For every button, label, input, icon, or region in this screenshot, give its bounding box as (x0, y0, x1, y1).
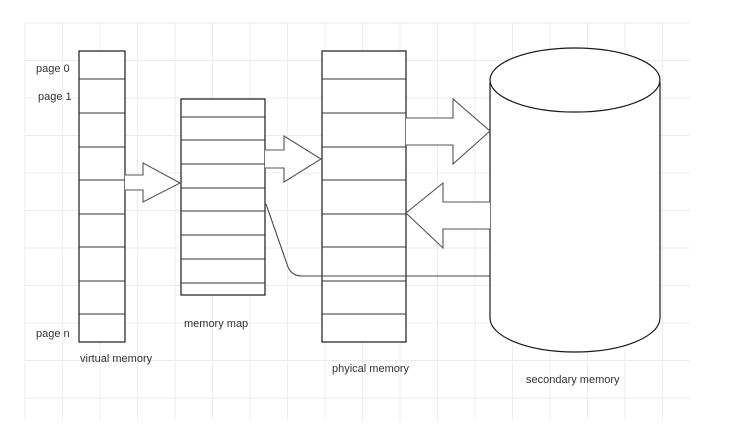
memory-map-outline (180, 98, 266, 296)
label-page-1: page 1 (38, 91, 72, 103)
cylinder-body (489, 82, 661, 353)
virtual-memory-rows (79, 78, 125, 315)
label-page-0: page 0 (36, 63, 70, 75)
virtual-memory-block[interactable] (78, 50, 126, 343)
memory-map-rows (181, 116, 265, 284)
label-memory-map: memory map (184, 318, 249, 330)
physical-memory-outline (321, 50, 407, 343)
label-physical-memory: phyical memory (332, 363, 410, 375)
arrow-physical-to-secondary (406, 97, 491, 166)
physical-memory-block[interactable] (321, 50, 407, 343)
cylinder-top (489, 47, 661, 113)
memory-map-block[interactable] (180, 98, 266, 296)
secondary-memory-cylinder[interactable] (489, 47, 661, 353)
connector-map-to-secondary (265, 203, 490, 277)
label-page-n: page n (36, 328, 70, 340)
virtual-memory-outline (78, 50, 126, 343)
arrow-map-to-physical (265, 135, 323, 183)
label-virtual-memory: virtual memory (80, 353, 153, 365)
arrow-vm-to-map (125, 162, 182, 203)
arrow-secondary-to-physical (405, 181, 490, 250)
label-secondary-memory: secondary memory (526, 374, 620, 386)
physical-memory-rows (322, 78, 406, 315)
